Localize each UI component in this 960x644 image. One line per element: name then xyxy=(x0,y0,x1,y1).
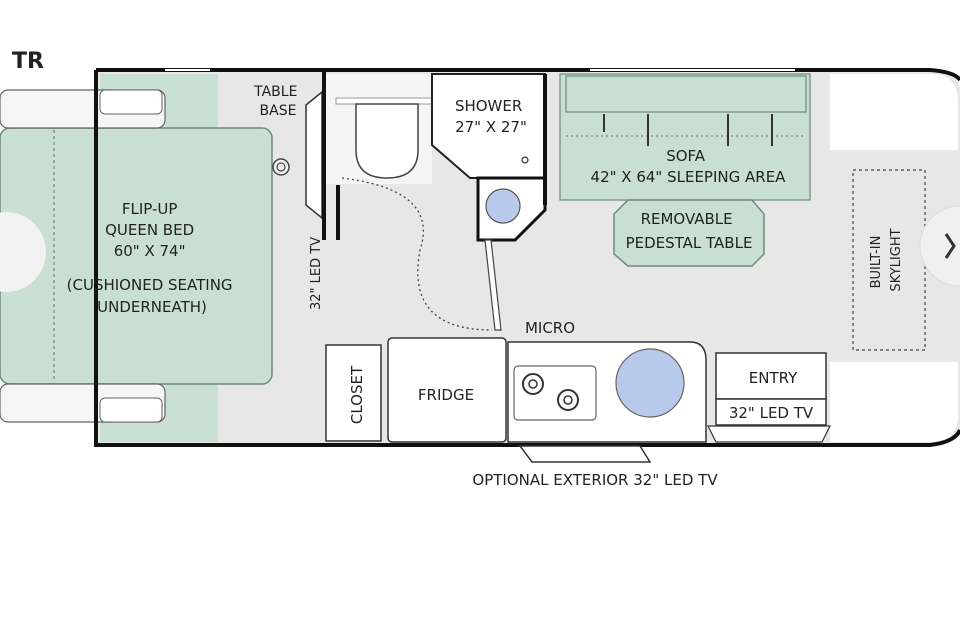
stove-burner-icon xyxy=(522,373,544,395)
bath-door xyxy=(484,239,502,331)
left-edge-disc xyxy=(0,212,46,292)
skylight-label: BUILT-IN SKYLIGHT xyxy=(869,228,904,291)
toilet-icon xyxy=(355,103,419,179)
stove-burner-icon xyxy=(557,389,579,411)
pedestal-table-base-icon xyxy=(272,158,290,176)
cab-top xyxy=(830,74,958,150)
sofa-backrest xyxy=(565,75,807,113)
exterior-tv-label: OPTIONAL EXTERIOR 32" LED TV xyxy=(472,471,718,489)
sink-basin-icon xyxy=(485,188,521,224)
entry-step xyxy=(715,352,827,400)
entry-door xyxy=(707,425,831,443)
door-swing xyxy=(341,177,493,331)
removable-table-label: REMOVABLE PEDESTAL TABLE xyxy=(626,210,753,252)
stove-cooktop xyxy=(513,365,597,421)
fridge xyxy=(387,337,507,443)
closet xyxy=(325,344,382,442)
next-arrow-button[interactable] xyxy=(919,205,960,287)
bedroom-tv-label: 32" LED TV xyxy=(309,237,324,310)
removable-pedestal-table xyxy=(613,199,765,267)
seat-arm-top xyxy=(99,89,163,115)
micro-label: MICRO xyxy=(525,319,575,337)
next-arrow-icon[interactable] xyxy=(944,233,956,259)
fridge-label: FRIDGE xyxy=(418,386,474,404)
entry-label: ENTRY xyxy=(749,369,798,387)
bedroom-tv xyxy=(305,90,323,220)
sofa-label: SOFA 42" X 64" SLEEPING AREA xyxy=(591,147,787,186)
table-base-label: TABLE BASE xyxy=(253,84,302,119)
shower-label: SHOWER 27" X 27" xyxy=(455,97,527,136)
bed-label: FLIP-UP QUEEN BED 60" X 74" (CUSHIONED S… xyxy=(67,200,238,316)
shower-drain-icon xyxy=(521,156,529,164)
entry-tv xyxy=(715,398,827,426)
seat-arm-bottom xyxy=(99,397,163,423)
bottom-wall xyxy=(96,429,960,447)
top-wall xyxy=(96,68,960,82)
entry-tv-label: 32" LED TV xyxy=(729,404,814,422)
sofa-pins xyxy=(603,114,773,146)
toilet-tank xyxy=(335,97,433,105)
cab-bottom xyxy=(830,362,958,442)
kitchen-sink-icon xyxy=(615,348,685,418)
exterior-tv xyxy=(518,445,652,463)
model-name-suffix: TR xyxy=(12,49,44,74)
closet-label: CLOSET xyxy=(348,365,366,424)
